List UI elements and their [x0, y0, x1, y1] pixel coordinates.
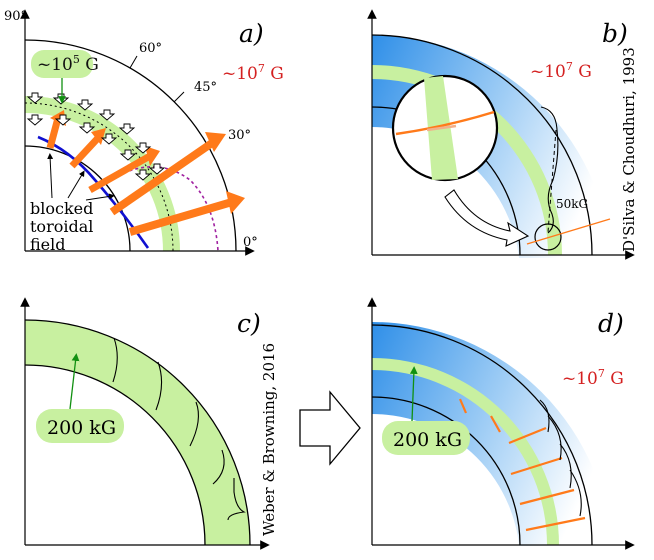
- outer-surface-arc-d: [371, 324, 593, 546]
- panel-b-letter: b): [602, 19, 628, 48]
- field-label-d: 200 kG: [393, 429, 462, 451]
- tick-60: [129, 55, 138, 69]
- panel-c-letter: c): [237, 309, 261, 338]
- angle-45-label: 45°: [194, 80, 217, 95]
- panel-c: 200 kG c) Weber & Browning, 2016: [20, 297, 278, 550]
- zoom-fluxtube: [395, 110, 495, 136]
- panel-b: 50kG b) ~107 G D'Silva & Choudhuri, 1993: [367, 9, 638, 260]
- radial-dashed-line: [547, 129, 557, 233]
- weak-field-label: ~105 G: [37, 53, 99, 75]
- green-band-d: [372, 358, 559, 545]
- outer-surface-arc-b: [371, 34, 593, 256]
- fluxtube-traces-c: [112, 337, 246, 521]
- green-band-c: [25, 320, 250, 545]
- zoom-fluxtube-highlight: [426, 124, 457, 132]
- note-toroidal: toroidal: [30, 217, 93, 236]
- flux-arrow-3: [88, 146, 160, 194]
- note-pointer-1: [47, 153, 54, 199]
- strong-field-label-a: ~107 G: [222, 62, 284, 84]
- flux-arrow-5: [128, 191, 245, 236]
- fluxtube-trajectory: [540, 106, 559, 234]
- fluxtube-traces-d: [539, 399, 582, 517]
- inner-core-arc-a: [24, 145, 131, 252]
- angle-30-label: 30°: [228, 128, 251, 143]
- fluxtube-origin-circle: [534, 223, 562, 251]
- panel-a: ~105 G 90° 60° 45° 30° 0° a) ~107 G bloc…: [4, 9, 284, 256]
- band-outer-arc-c: [24, 319, 251, 546]
- transition-arrow: [299, 390, 361, 466]
- citation-c: Weber & Browning, 2016: [260, 343, 278, 536]
- field-bubble-d: [382, 421, 470, 455]
- inner-core-arc-d: [371, 396, 521, 546]
- fluxtube-segments-d: [458, 398, 586, 532]
- field-bubble-c: [36, 409, 124, 443]
- citation-b: D'Silva & Choudhuri, 1993: [620, 47, 638, 252]
- note-pointer-2: [67, 170, 85, 199]
- field-pointer-c: [69, 353, 80, 410]
- panel-d: 200 kG d) ~107 G: [367, 297, 635, 550]
- angle-60-label: 60°: [139, 41, 162, 56]
- note-blocked: blocked: [30, 199, 93, 218]
- strong-field-label-d: ~107 G: [562, 367, 624, 389]
- note-pointer-3: [85, 193, 115, 201]
- panel-d-letter: d): [598, 309, 624, 338]
- weak-field-bubble: [31, 50, 93, 78]
- angle-0-label: 0°: [243, 235, 258, 250]
- green-band-a: [25, 96, 180, 251]
- field-pointer-d: [409, 366, 418, 422]
- zoom-link-arrow: [444, 189, 530, 247]
- tube-field-label: 50kG: [556, 197, 588, 211]
- strong-field-label-b: ~107 G: [530, 60, 592, 82]
- tick-45: [173, 91, 185, 103]
- small-white-arrows: [26, 92, 166, 181]
- band-inner-arc-c: [24, 364, 206, 546]
- angle-90-label: 90°: [4, 9, 27, 24]
- field-label-c: 200 kG: [47, 417, 116, 439]
- note-field: field: [30, 235, 66, 254]
- panel-a-letter: a): [239, 19, 264, 48]
- fluxtube-line-b: [526, 218, 611, 245]
- flux-arrow-2: [69, 128, 106, 169]
- flux-arrow-4: [109, 132, 226, 216]
